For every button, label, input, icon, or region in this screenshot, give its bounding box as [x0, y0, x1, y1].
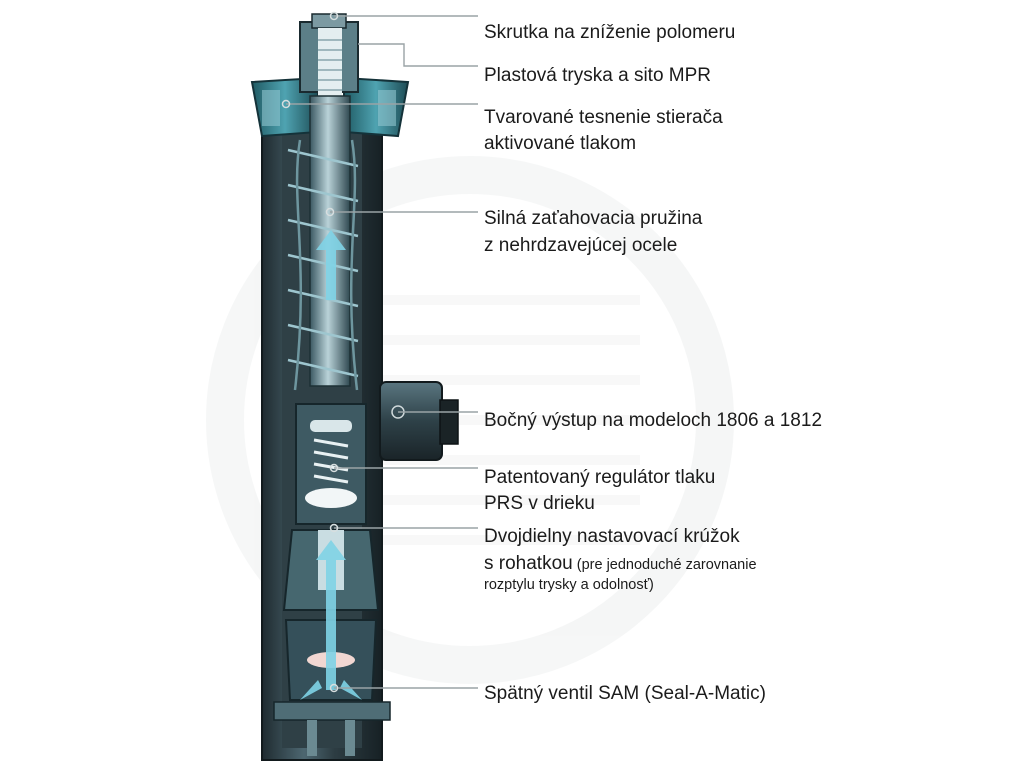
leader-dots	[281, 11, 339, 693]
pressure-regulator	[295, 403, 367, 525]
label-radius-screw: Skrutka na zníženie polomeru	[484, 22, 736, 43]
label-ratchet-main: s rohatkou	[484, 553, 573, 574]
water-flow-arrows	[300, 230, 362, 700]
label-regulator-line1: Patentovaný regulátor tlaku	[484, 467, 716, 488]
label-wiper-seal-line1: Tvarované tesnenie stierača	[484, 107, 723, 128]
retraction-spring	[287, 139, 359, 391]
leader-line-2	[358, 43, 478, 67]
label-side-outlet: Bočný výstup na modeloch 1806 a 1812	[484, 410, 823, 431]
label-check-valve: Spätný ventil SAM (Seal-A-Matic)	[484, 683, 766, 704]
watermark	[206, 156, 734, 684]
label-spring-line2: z nehrdzavejúcej ocele	[484, 235, 678, 256]
label-ratchet-note: (pre jednoduché zarovnanie	[572, 557, 757, 573]
label-regulator-line2: PRS v drieku	[484, 493, 595, 514]
label-nozzle-filter: Plastová tryska a sito MPR	[484, 65, 712, 86]
side-outlet	[379, 381, 459, 461]
label-ratchet-line2: s rohatkou (pre jednoduché zarovnanie	[484, 551, 757, 577]
label-wiper-seal-line2: aktivované tlakom	[484, 133, 637, 154]
label-spring-line1: Silná zaťahovacia pružina	[484, 208, 703, 229]
leader-lines	[286, 15, 478, 689]
label-ratchet-line1: Dvojdielny nastavovací krúžok	[484, 526, 740, 547]
label-ratchet-line3: rozptylu trysky a odolnosť)	[484, 577, 654, 593]
